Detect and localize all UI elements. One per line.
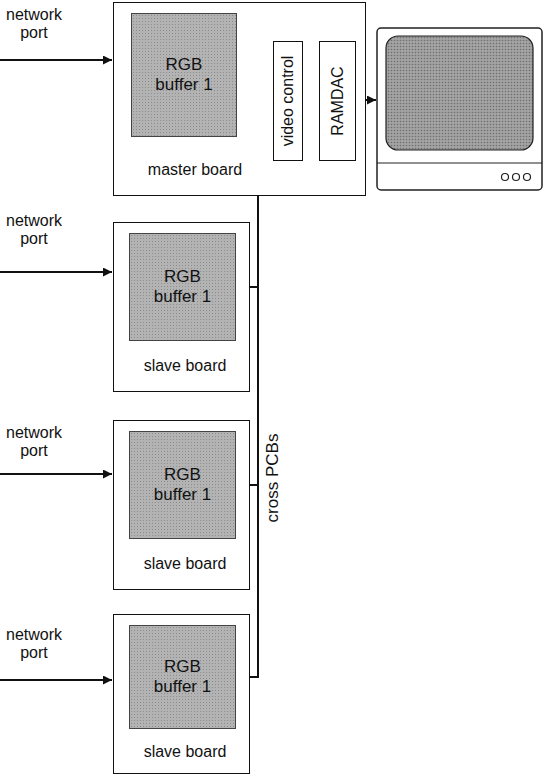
board-label: slave board xyxy=(114,743,256,761)
board-label: slave board xyxy=(114,555,256,573)
input-arrow xyxy=(0,271,112,273)
monitor-case xyxy=(377,28,542,190)
monitor-icon xyxy=(377,28,542,190)
monitor-knob xyxy=(502,174,509,181)
box-label: video control xyxy=(279,56,297,147)
port-label: network port xyxy=(2,424,66,459)
frame-buffer: RGB buffer 1 xyxy=(129,233,236,341)
frame-buffer: RGB buffer 1 xyxy=(131,13,237,137)
box-label: RAMDAC xyxy=(329,66,347,135)
circuit-board: slave boardRGB buffer 1 xyxy=(113,222,250,392)
input-arrow xyxy=(0,679,112,681)
circuit-board: slave boardRGB buffer 1 xyxy=(113,420,250,590)
monitor-base-line xyxy=(377,162,542,163)
input-arrow xyxy=(0,59,112,61)
box-label: RGB buffer 1 xyxy=(146,267,220,306)
chip-box: RAMDAC xyxy=(319,41,356,161)
frame-buffer: RGB buffer 1 xyxy=(129,431,236,539)
circuit-board: slave boardRGB buffer 1 xyxy=(113,614,250,774)
box-label: RGB buffer 1 xyxy=(147,55,221,94)
port-label: network port xyxy=(2,212,66,247)
port-label: network port xyxy=(2,6,66,41)
board-label: slave board xyxy=(114,357,256,375)
monitor-screen xyxy=(386,36,533,150)
bus-label: cross PCBs xyxy=(264,434,283,523)
monitor-knob xyxy=(513,174,520,181)
board-label: master board xyxy=(126,161,264,179)
box-label: RGB buffer 1 xyxy=(146,465,220,504)
circuit-board: master board RGB buffer 1 video control RAM… xyxy=(113,2,366,196)
input-arrow xyxy=(0,473,112,475)
box-label: RGB buffer 1 xyxy=(146,657,220,696)
port-label: network port xyxy=(2,626,66,661)
chip-box: video control xyxy=(273,41,303,161)
monitor-knob xyxy=(524,174,531,181)
frame-buffer: RGB buffer 1 xyxy=(129,625,236,729)
